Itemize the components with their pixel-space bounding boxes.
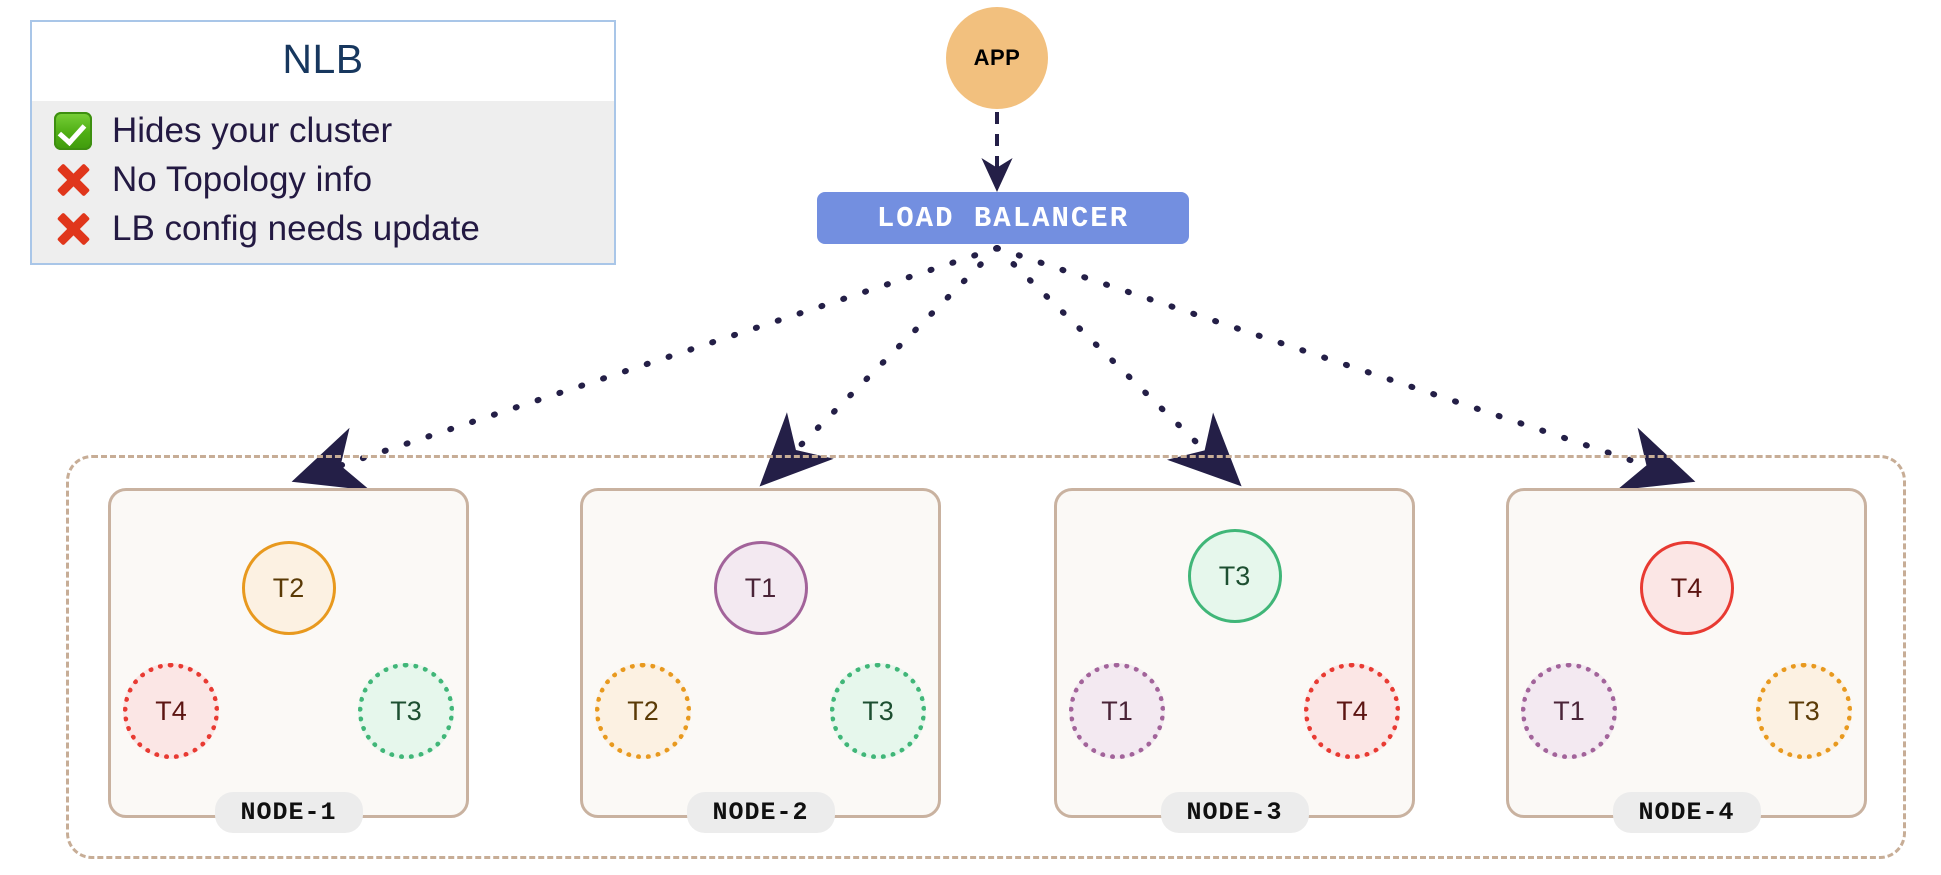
- app-node-label: APP: [973, 45, 1021, 70]
- node-card-3: T3 T1 T4 NODE-3: [1054, 488, 1415, 833]
- node-name-badge: NODE-2: [686, 792, 835, 833]
- load-balancer-node: LOAD BALANCER: [817, 192, 1189, 244]
- node-name-label: NODE-3: [1186, 798, 1283, 827]
- task-replica: T3: [358, 663, 454, 759]
- legend-item-label: No Topology info: [112, 159, 373, 199]
- task-label: T3: [1788, 695, 1820, 726]
- nlb-legend-card: NLB Hides your cluster No Topology info …: [30, 20, 616, 266]
- nlb-title: NLB: [282, 36, 364, 82]
- task-primary: T4: [1639, 541, 1734, 635]
- legend-item: Hides your cluster: [32, 107, 614, 156]
- load-balancer-label: LOAD BALANCER: [876, 201, 1130, 235]
- task-replica: T4: [1304, 663, 1400, 759]
- node-name-badge: NODE-3: [1160, 792, 1309, 833]
- task-replica: T1: [1069, 663, 1165, 759]
- edge-lb-to-node-1: [291, 245, 1000, 491]
- node-name-badge: NODE-1: [214, 792, 363, 833]
- task-primary: T3: [1187, 529, 1282, 623]
- node-card-2: T1 T2 T3 NODE-2: [580, 488, 941, 833]
- node-name-label: NODE-1: [240, 798, 337, 827]
- legend-item: LB config needs update: [32, 205, 614, 254]
- node-name-label: NODE-4: [1638, 798, 1735, 827]
- cross-icon: [54, 210, 112, 248]
- edge-lb-to-node-3: [994, 245, 1242, 487]
- task-label: T4: [1670, 572, 1703, 603]
- cross-icon: [54, 161, 112, 199]
- legend-item: No Topology info: [32, 156, 614, 205]
- task-label: T1: [744, 572, 777, 603]
- task-label: T3: [862, 695, 894, 726]
- cluster-boundary: [66, 455, 1906, 859]
- task-label: T2: [627, 695, 659, 726]
- task-replica: T3: [1756, 663, 1852, 759]
- check-icon: [54, 112, 112, 151]
- app-node: APP: [946, 7, 1048, 109]
- task-label: T1: [1553, 695, 1585, 726]
- task-label: T1: [1101, 695, 1133, 726]
- legend-item-label: LB config needs update: [112, 208, 480, 248]
- task-label: T4: [155, 695, 187, 726]
- task-label: T3: [390, 695, 422, 726]
- node-card-4: T4 T1 T3 NODE-4: [1506, 488, 1867, 833]
- node-name-label: NODE-2: [712, 798, 809, 827]
- task-label: T3: [1218, 560, 1251, 591]
- node-card-1: T2 T4 T3 NODE-1: [108, 488, 469, 833]
- task-replica: T4: [123, 663, 219, 759]
- task-replica: T2: [595, 663, 691, 759]
- task-replica: T3: [830, 663, 926, 759]
- task-replica: T1: [1521, 663, 1617, 759]
- task-primary: T2: [241, 541, 336, 635]
- task-label: T4: [1336, 695, 1368, 726]
- edge-lb-to-node-2: [759, 245, 1000, 487]
- task-primary: T1: [713, 541, 808, 635]
- node-name-badge: NODE-4: [1612, 792, 1761, 833]
- legend-item-label: Hides your cluster: [112, 111, 393, 150]
- edge-lb-to-node-4: [994, 245, 1696, 491]
- task-label: T2: [272, 572, 305, 603]
- nlb-legend-list: Hides your cluster No Topology info LB c…: [32, 101, 614, 264]
